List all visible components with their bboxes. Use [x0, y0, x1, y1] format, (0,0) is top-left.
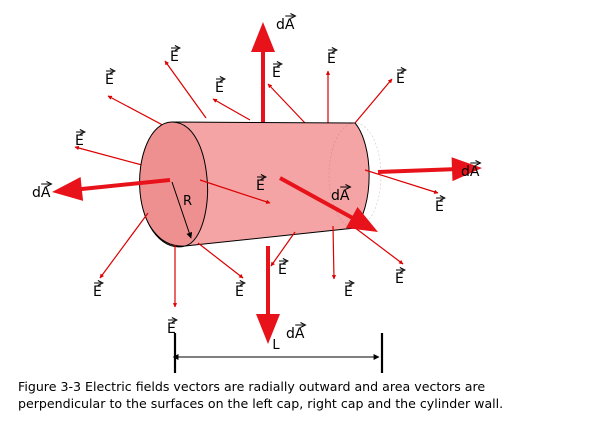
area-arrow-5	[279, 176, 378, 232]
length-dimension: L	[172, 333, 384, 373]
area-label-4-text: dA	[331, 188, 350, 204]
field-label-9: E	[435, 195, 446, 215]
field-arrow-12	[270, 231, 296, 267]
area-label-3: dA	[461, 160, 482, 180]
area-arrow-3	[377, 157, 482, 182]
field-label-1: E	[170, 45, 181, 65]
caption-line-1: Figure 3-3 Electric fields vectors are r…	[18, 379, 486, 394]
field-label-1-text: E	[170, 49, 179, 65]
field-arrow-1	[164, 60, 207, 119]
area-label-1-text: dA	[276, 17, 295, 33]
field-arrow-5	[267, 83, 306, 124]
field-label-12-text: E	[344, 284, 353, 300]
field-label-3: E	[215, 76, 226, 96]
field-label-9-text: E	[435, 199, 444, 215]
field-arrow-2	[212, 98, 251, 121]
figure-caption: Figure 3-3 Electric fields vectors are r…	[18, 378, 598, 412]
area-arrow-2	[52, 177, 171, 201]
field-label-6-text: E	[396, 71, 405, 87]
field-arrow-13	[331, 225, 337, 280]
field-label-14: E	[93, 280, 104, 300]
field-label-7: E	[75, 129, 86, 149]
label-layer: E E E E E E E E E E E E E E EdA dA dA dA dA	[32, 13, 482, 342]
area-arrow-1	[251, 22, 275, 124]
field-label-8: E	[256, 174, 267, 194]
field-arrow-9	[99, 212, 149, 279]
field-label-15-text: E	[167, 321, 176, 337]
cylinder-gauss-diagram: R E E E E E E E E E E E E E E EdA dA dA dA dA L	[32, 13, 482, 373]
field-label-10-text: E	[278, 262, 287, 278]
field-arrow-14	[349, 223, 404, 265]
field-label-5: E	[327, 47, 338, 67]
field-label-5-text: E	[327, 51, 336, 67]
radius-label: R	[183, 194, 192, 209]
field-label-2-text: E	[105, 72, 114, 88]
field-label-4-text: E	[272, 65, 281, 81]
area-label-2-text: dA	[32, 185, 51, 201]
field-label-11-text: E	[235, 284, 244, 300]
front-arrows	[52, 157, 482, 344]
field-label-3-text: E	[215, 80, 224, 96]
field-label-6: E	[396, 67, 407, 87]
field-arrow-4	[74, 145, 143, 166]
left-cap	[139, 121, 209, 247]
field-label-2: E	[105, 68, 116, 88]
area-label-3-text: dA	[461, 164, 480, 180]
field-label-13-text: E	[395, 271, 404, 287]
area-label-4: dA	[331, 184, 352, 204]
length-label: L	[272, 338, 280, 353]
field-label-7-text: E	[75, 133, 84, 149]
field-label-4: E	[272, 61, 283, 81]
field-label-10: E	[278, 258, 289, 278]
area-label-5-text: dA	[286, 326, 305, 342]
caption-line-2: perpendicular to the surfaces on the lef…	[18, 396, 504, 411]
field-label-14-text: E	[93, 284, 102, 300]
field-arrow-11	[197, 242, 244, 279]
radius-indicator: R	[171, 181, 193, 239]
area-label-1: dA	[276, 13, 297, 33]
area-label-2: dA	[32, 181, 53, 201]
field-label-15: E	[167, 317, 178, 337]
field-label-13: E	[395, 267, 406, 287]
area-label-5: dA	[286, 322, 307, 342]
field-arrow-8	[199, 179, 271, 204]
field-arrow-7	[354, 78, 393, 124]
field-label-12: E	[344, 280, 355, 300]
field-label-8-text: E	[256, 178, 265, 194]
field-arrow-15	[364, 169, 439, 194]
field-label-11: E	[235, 280, 246, 300]
area-arrow-4	[256, 246, 280, 344]
